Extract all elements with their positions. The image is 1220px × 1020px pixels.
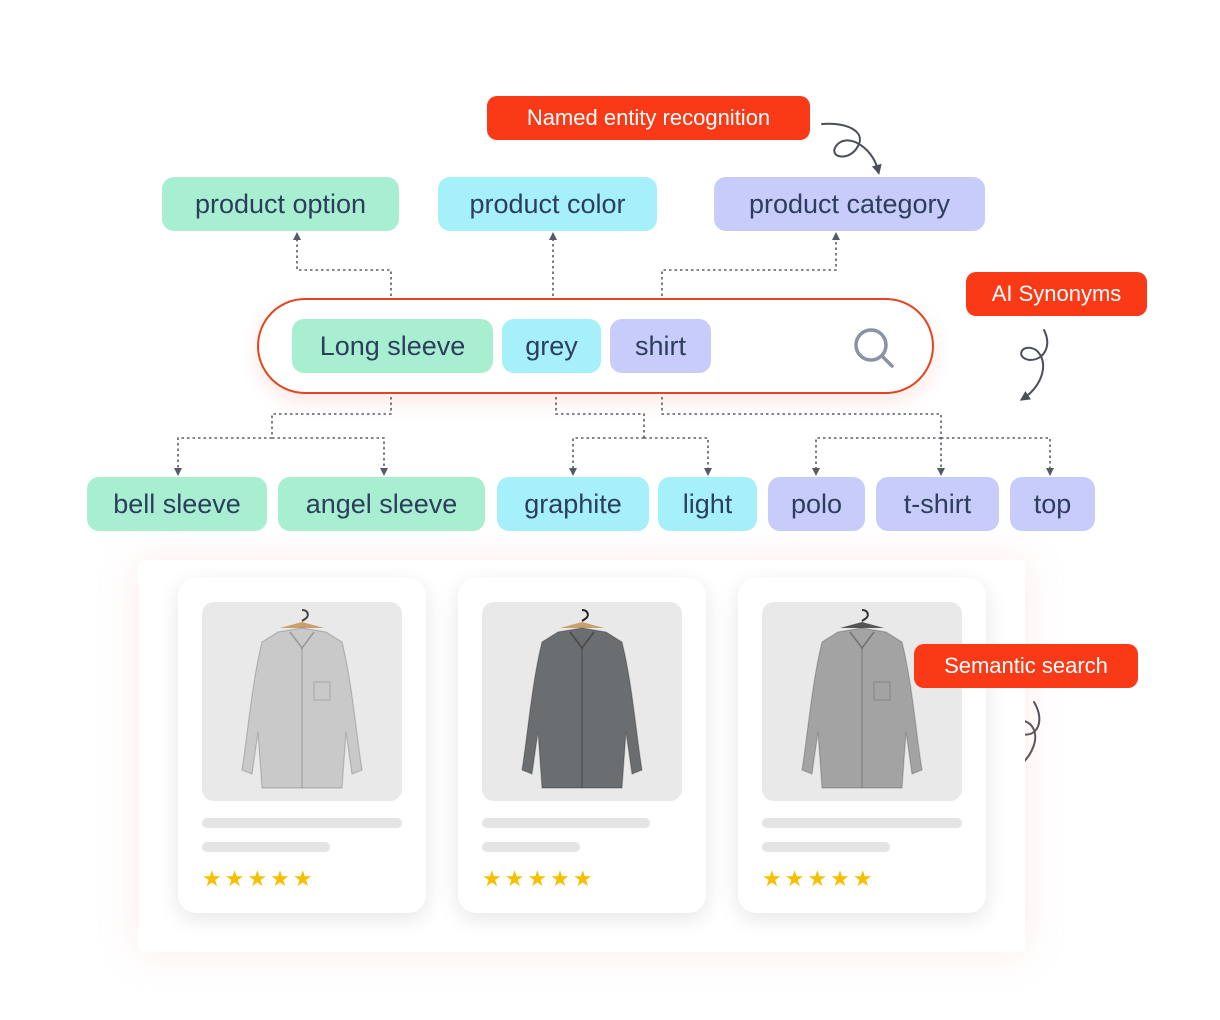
subtitle-placeholder: [762, 842, 890, 852]
product-card[interactable]: ★★★★★: [458, 578, 706, 913]
title-placeholder: [482, 818, 650, 828]
synonym-t-shirt: t-shirt: [876, 477, 999, 531]
ai-synonyms-label: AI Synonyms: [966, 272, 1147, 316]
link-long-sleeve-synonyms: [177, 375, 392, 472]
subtitle-placeholder: [482, 842, 580, 852]
product-card[interactable]: ★★★★★: [178, 578, 426, 913]
entity-product-color: product color: [438, 177, 657, 231]
search-term-shirt[interactable]: shirt: [610, 319, 711, 373]
entity-product-option: product option: [162, 177, 399, 231]
ner-label: Named entity recognition: [487, 96, 810, 140]
product-card[interactable]: ★★★★★: [738, 578, 986, 913]
rating-stars: ★★★★★: [202, 866, 316, 891]
link-shirt-category: [661, 232, 840, 318]
curly-arrow-synonyms: [1019, 329, 1049, 401]
synonym-angel-sleeve: angel sleeve: [278, 477, 485, 531]
product-image[interactable]: [202, 602, 402, 801]
search-term-long-sleeve[interactable]: Long sleeve: [292, 319, 493, 373]
entity-product-category: product category: [714, 177, 985, 231]
link-grey-synonyms: [555, 375, 709, 472]
synonym-graphite: graphite: [497, 477, 649, 531]
link-long-sleeve-option: [293, 232, 392, 318]
product-image[interactable]: [762, 602, 962, 801]
curly-arrow-ner: [821, 122, 882, 175]
shirt-icon: [801, 609, 923, 789]
synonym-polo: polo: [768, 477, 865, 531]
subtitle-placeholder: [202, 842, 330, 852]
synonym-top: top: [1010, 477, 1095, 531]
shirt-icon: [241, 609, 363, 789]
title-placeholder: [762, 818, 962, 828]
synonym-bell-sleeve: bell sleeve: [87, 477, 267, 531]
rating-stars: ★★★★★: [762, 866, 876, 891]
search-icon[interactable]: [852, 326, 896, 370]
semantic-search-label: Semantic search: [914, 644, 1138, 688]
title-placeholder: [202, 818, 402, 828]
product-image[interactable]: [482, 602, 682, 801]
search-term-grey[interactable]: grey: [502, 319, 601, 373]
synonym-light: light: [658, 477, 757, 531]
rating-stars: ★★★★★: [482, 866, 596, 891]
link-shirt-synonyms: [661, 375, 1051, 472]
shirt-icon: [521, 609, 643, 789]
